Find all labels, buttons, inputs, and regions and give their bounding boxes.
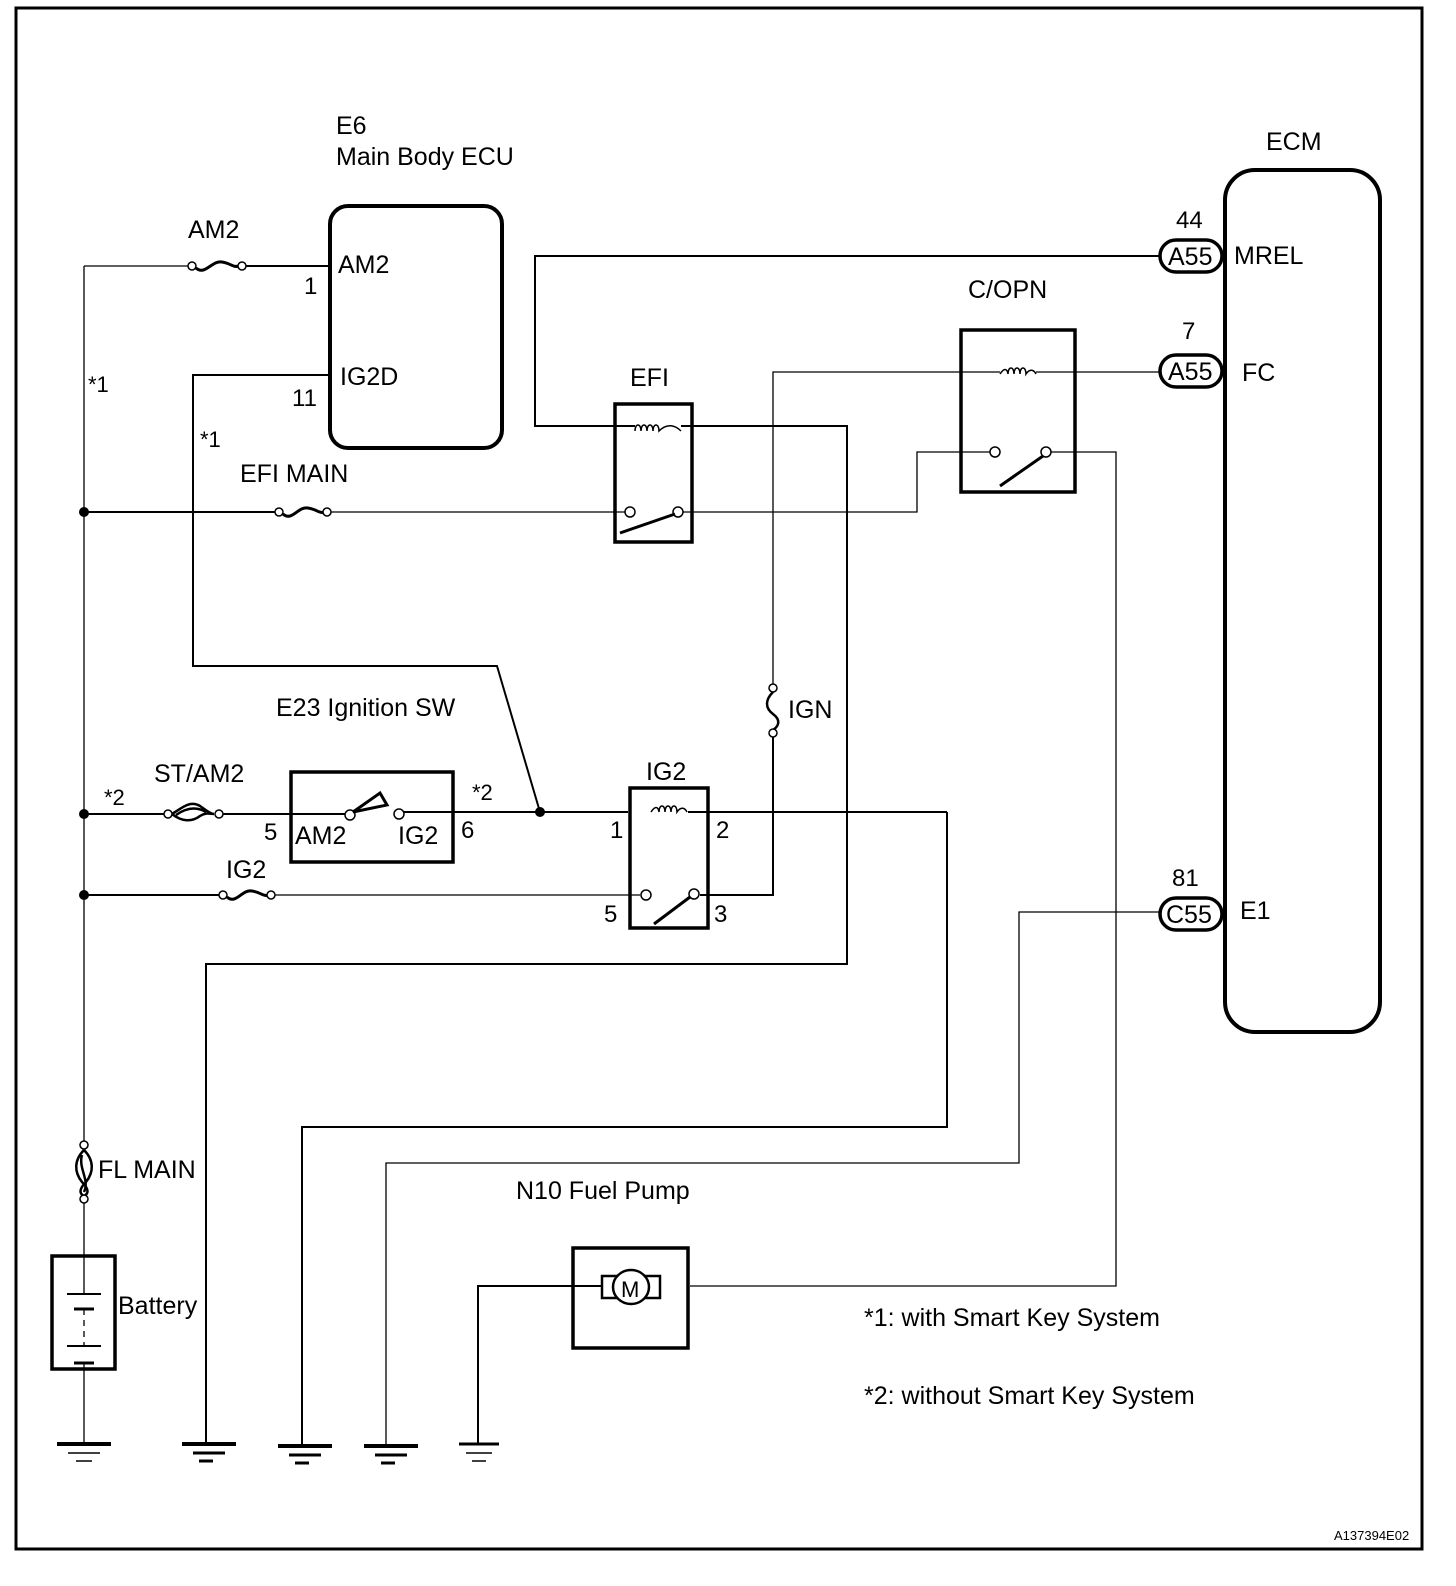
ecm-pin-44: 44 bbox=[1176, 207, 1203, 234]
ig2-switch-icon bbox=[653, 895, 691, 926]
ig2-relay-label: IG2 bbox=[646, 758, 686, 786]
wire-mrel bbox=[534, 255, 1162, 427]
fuse-ig2-label: IG2 bbox=[226, 856, 266, 884]
motor-icon: M bbox=[600, 1268, 662, 1306]
ecm-connector-e1: C55 bbox=[1158, 896, 1224, 932]
fuse-st-am2-icon bbox=[163, 802, 224, 822]
wire-pump-ground bbox=[477, 1285, 604, 1444]
note-mark-1b: *1 bbox=[200, 427, 221, 452]
efi-relay bbox=[613, 402, 694, 544]
ecu-pin-11: 11 bbox=[292, 385, 317, 412]
ig2-relay-pin-3: 3 bbox=[714, 901, 727, 928]
fuel-pump-label: N10 Fuel Pump bbox=[516, 1177, 690, 1205]
efi-switch-icon bbox=[619, 512, 676, 535]
ecu-pin-ig2d: IG2D bbox=[340, 363, 398, 391]
diagram-frame bbox=[14, 6, 1424, 1551]
ground-icon bbox=[459, 1442, 499, 1462]
efi-relay-label: EFI bbox=[630, 364, 669, 392]
fuse-efi-main-icon bbox=[274, 506, 332, 518]
wire-copn-coil-ign bbox=[772, 371, 1000, 684]
svg-text:A55: A55 bbox=[1168, 243, 1212, 271]
copn-relay-label: C/OPN bbox=[968, 276, 1047, 304]
ground-icon bbox=[364, 1444, 418, 1465]
ecm-pin-7: 7 bbox=[1182, 318, 1195, 345]
copn-coil-icon bbox=[999, 367, 1037, 377]
note-mark-2b: *2 bbox=[472, 780, 493, 805]
fuse-am2-icon bbox=[187, 260, 247, 272]
fuse-efi-main-label: EFI MAIN bbox=[240, 460, 348, 488]
ig2-coil-icon bbox=[650, 805, 688, 815]
junction-dot bbox=[535, 807, 545, 817]
svg-text:M: M bbox=[621, 1277, 639, 1302]
note-mark-1: *1 bbox=[88, 372, 109, 397]
ecm-pin-e1: E1 bbox=[1240, 897, 1271, 925]
ecu-pin-1: 1 bbox=[304, 273, 317, 300]
wire-ig2d bbox=[192, 374, 541, 813]
ecm-connector-mrel: A55 bbox=[1158, 238, 1224, 274]
ecm-pin-mrel: MREL bbox=[1234, 242, 1304, 270]
fuse-fl-main-label: FL MAIN bbox=[98, 1156, 196, 1184]
fuse-ign-icon bbox=[765, 683, 780, 738]
ecu-code: E6 bbox=[336, 112, 367, 140]
ig2-relay-pin-2: 2 bbox=[716, 817, 729, 844]
fuse-ig2-icon bbox=[218, 889, 276, 901]
svg-text:A55: A55 bbox=[1168, 358, 1212, 386]
fuel-pump bbox=[571, 1246, 690, 1350]
ecm-label: ECM bbox=[1266, 128, 1322, 156]
ignition-switch-pin-ig2: IG2 bbox=[398, 822, 438, 850]
copn-relay bbox=[959, 328, 1077, 494]
ecu-name: Main Body ECU bbox=[336, 143, 514, 171]
fuse-ign-label: IGN bbox=[788, 696, 832, 724]
ground-icon bbox=[57, 1442, 111, 1462]
battery-label: Battery bbox=[118, 1292, 198, 1320]
ig2-relay-pin-1: 1 bbox=[610, 817, 623, 844]
wire-efi-to-copn bbox=[683, 451, 990, 513]
wire-ign-to-ig2 bbox=[700, 737, 774, 896]
ecm-connector-fc: A55 bbox=[1158, 353, 1224, 389]
ecm-pin-81: 81 bbox=[1172, 865, 1199, 892]
ig2-relay bbox=[628, 786, 710, 930]
main-body-ecu bbox=[328, 204, 504, 450]
ground-icon bbox=[182, 1442, 236, 1463]
ignition-switch-pin-5: 5 bbox=[264, 819, 277, 846]
ignition-switch bbox=[289, 770, 455, 864]
ignition-switch-lever-icon bbox=[352, 790, 390, 814]
ig2-relay-pin-5: 5 bbox=[604, 901, 617, 928]
ecu-pin-am2: AM2 bbox=[338, 251, 389, 279]
ignition-switch-pin-6: 6 bbox=[461, 817, 474, 844]
ignition-switch-label: E23 Ignition SW bbox=[276, 694, 456, 722]
note-mark-2: *2 bbox=[104, 785, 125, 810]
note-1: *1: with Smart Key System bbox=[864, 1304, 1160, 1332]
note-2: *2: without Smart Key System bbox=[864, 1382, 1195, 1410]
ground-icon bbox=[278, 1444, 332, 1465]
ecm-pin-fc: FC bbox=[1242, 359, 1275, 387]
reference-code: A137394E02 bbox=[1334, 1528, 1409, 1543]
wire-ig2-coil-ground bbox=[301, 812, 948, 1444]
copn-switch-icon bbox=[999, 454, 1044, 488]
wire-e1-ground bbox=[385, 911, 1160, 1444]
ignition-switch-pin-am2: AM2 bbox=[295, 822, 346, 850]
ecm bbox=[1223, 168, 1382, 1034]
wire-copn-to-pump bbox=[690, 451, 1117, 1287]
fuse-am2-label: AM2 bbox=[188, 216, 239, 244]
fuse-st-am2-label: ST/AM2 bbox=[154, 760, 244, 788]
fuse-fl-main-icon bbox=[75, 1140, 93, 1204]
wire-efi-coil-ground bbox=[205, 425, 848, 1444]
svg-text:C55: C55 bbox=[1166, 901, 1212, 929]
efi-coil-icon bbox=[634, 424, 682, 433]
